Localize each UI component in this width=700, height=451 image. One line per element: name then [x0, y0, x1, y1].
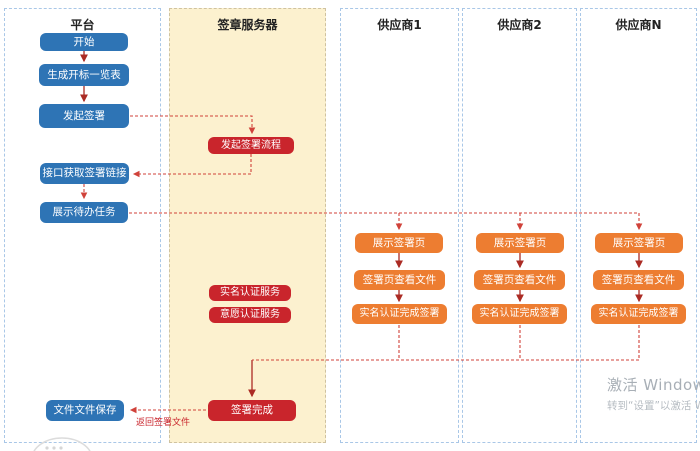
node-willingness-auth-service: 意愿认证服务	[209, 307, 291, 323]
node-supplierN-view-file: 签署页查看文件	[593, 270, 684, 290]
lane-title: 供应商1	[377, 18, 422, 32]
edge-label-return-signed-file: 返回签署文件	[136, 418, 191, 428]
node-initiate-sign: 发起签署	[39, 104, 129, 128]
node-supplier1-show-sign-page: 展示签署页	[355, 233, 443, 253]
windows-activation-watermark: 激活 Windows 转到“设置”以激活 W	[607, 374, 700, 413]
node-supplier2-show-sign-page: 展示签署页	[476, 233, 564, 253]
node-generate-bid-list: 生成开标一览表	[39, 64, 129, 86]
node-initiate-sign-flow: 发起签署流程	[208, 137, 294, 154]
node-supplierN-show-sign-page: 展示签署页	[595, 233, 683, 253]
node-supplier2-realname-complete-sign: 实名认证完成签署	[472, 304, 567, 324]
node-show-todo-tasks: 展示待办任务	[40, 202, 128, 223]
node-sign-complete: 签署完成	[208, 400, 296, 421]
lane-title: 供应商N	[615, 18, 662, 32]
node-supplier1-realname-complete-sign: 实名认证完成签署	[352, 304, 447, 324]
node-realname-auth-service: 实名认证服务	[209, 285, 291, 301]
watermark-line1: 激活 Windows	[607, 376, 700, 394]
lane-title: 平台	[70, 18, 95, 32]
watermark-line2: 转到“设置”以激活 W	[607, 400, 700, 412]
node-supplierN-realname-complete-sign: 实名认证完成签署	[591, 304, 686, 324]
lane-title: 签章服务器	[217, 18, 278, 32]
lane-supplier-1: 供应商1	[340, 8, 459, 443]
lane-signature-server: 签章服务器	[169, 8, 326, 443]
node-get-sign-link: 接口获取签署链接	[40, 163, 129, 184]
node-supplier2-view-file: 签署页查看文件	[474, 270, 565, 290]
node-supplier1-view-file: 签署页查看文件	[354, 270, 445, 290]
node-start: 开始	[40, 33, 128, 51]
lane-supplier-2: 供应商2	[462, 8, 577, 443]
node-save-file: 文件文件保存	[46, 400, 124, 421]
lane-title: 供应商2	[497, 18, 542, 32]
